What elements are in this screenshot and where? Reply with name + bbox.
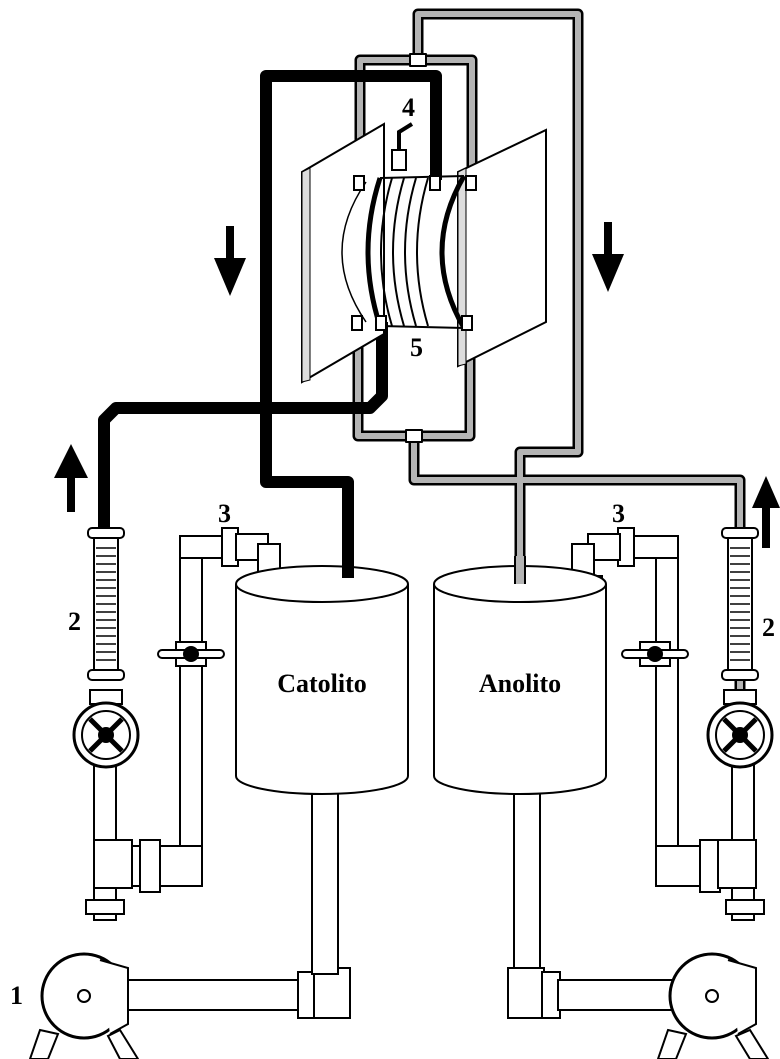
flow-arrows <box>54 222 780 548</box>
electrochemical-cell <box>301 122 547 384</box>
label-flowmeter-left: 2 <box>68 607 81 636</box>
anolyte-tank: Anolito <box>433 565 607 795</box>
label-pump-left: 1 <box>10 981 23 1010</box>
pump-right <box>656 952 770 1059</box>
arrow-up-right <box>752 476 780 548</box>
catholyte-tank-label: Catolito <box>277 669 367 698</box>
label-flowmeter-right: 2 <box>762 613 775 642</box>
label-valve-right: 3 <box>612 499 625 528</box>
catholyte-tank: Catolito <box>235 565 409 795</box>
cell-inlet-fitting <box>391 122 414 171</box>
left-end-plate <box>301 122 385 384</box>
left-bypass-pipe-vertical <box>179 555 203 857</box>
flowmeter-right <box>721 527 759 681</box>
arrow-down-left <box>214 226 246 296</box>
label-cell-stack: 5 <box>410 333 423 362</box>
recirculation-piping <box>85 527 765 1019</box>
arrow-up-left <box>54 444 88 512</box>
pump-left <box>28 952 140 1059</box>
arrow-down-right <box>592 222 624 292</box>
control-valve-right <box>706 689 774 769</box>
ball-valve-right <box>621 641 689 667</box>
label-valve-left: 3 <box>218 499 231 528</box>
control-valve-left <box>72 689 140 769</box>
catholyte-circuit <box>98 70 442 680</box>
ball-valve-left <box>157 641 225 667</box>
cell-stack <box>341 174 467 330</box>
label-cell-inlet: 4 <box>402 93 415 122</box>
anolyte-tank-label: Anolito <box>479 669 561 698</box>
flowmeter-left <box>87 527 125 681</box>
